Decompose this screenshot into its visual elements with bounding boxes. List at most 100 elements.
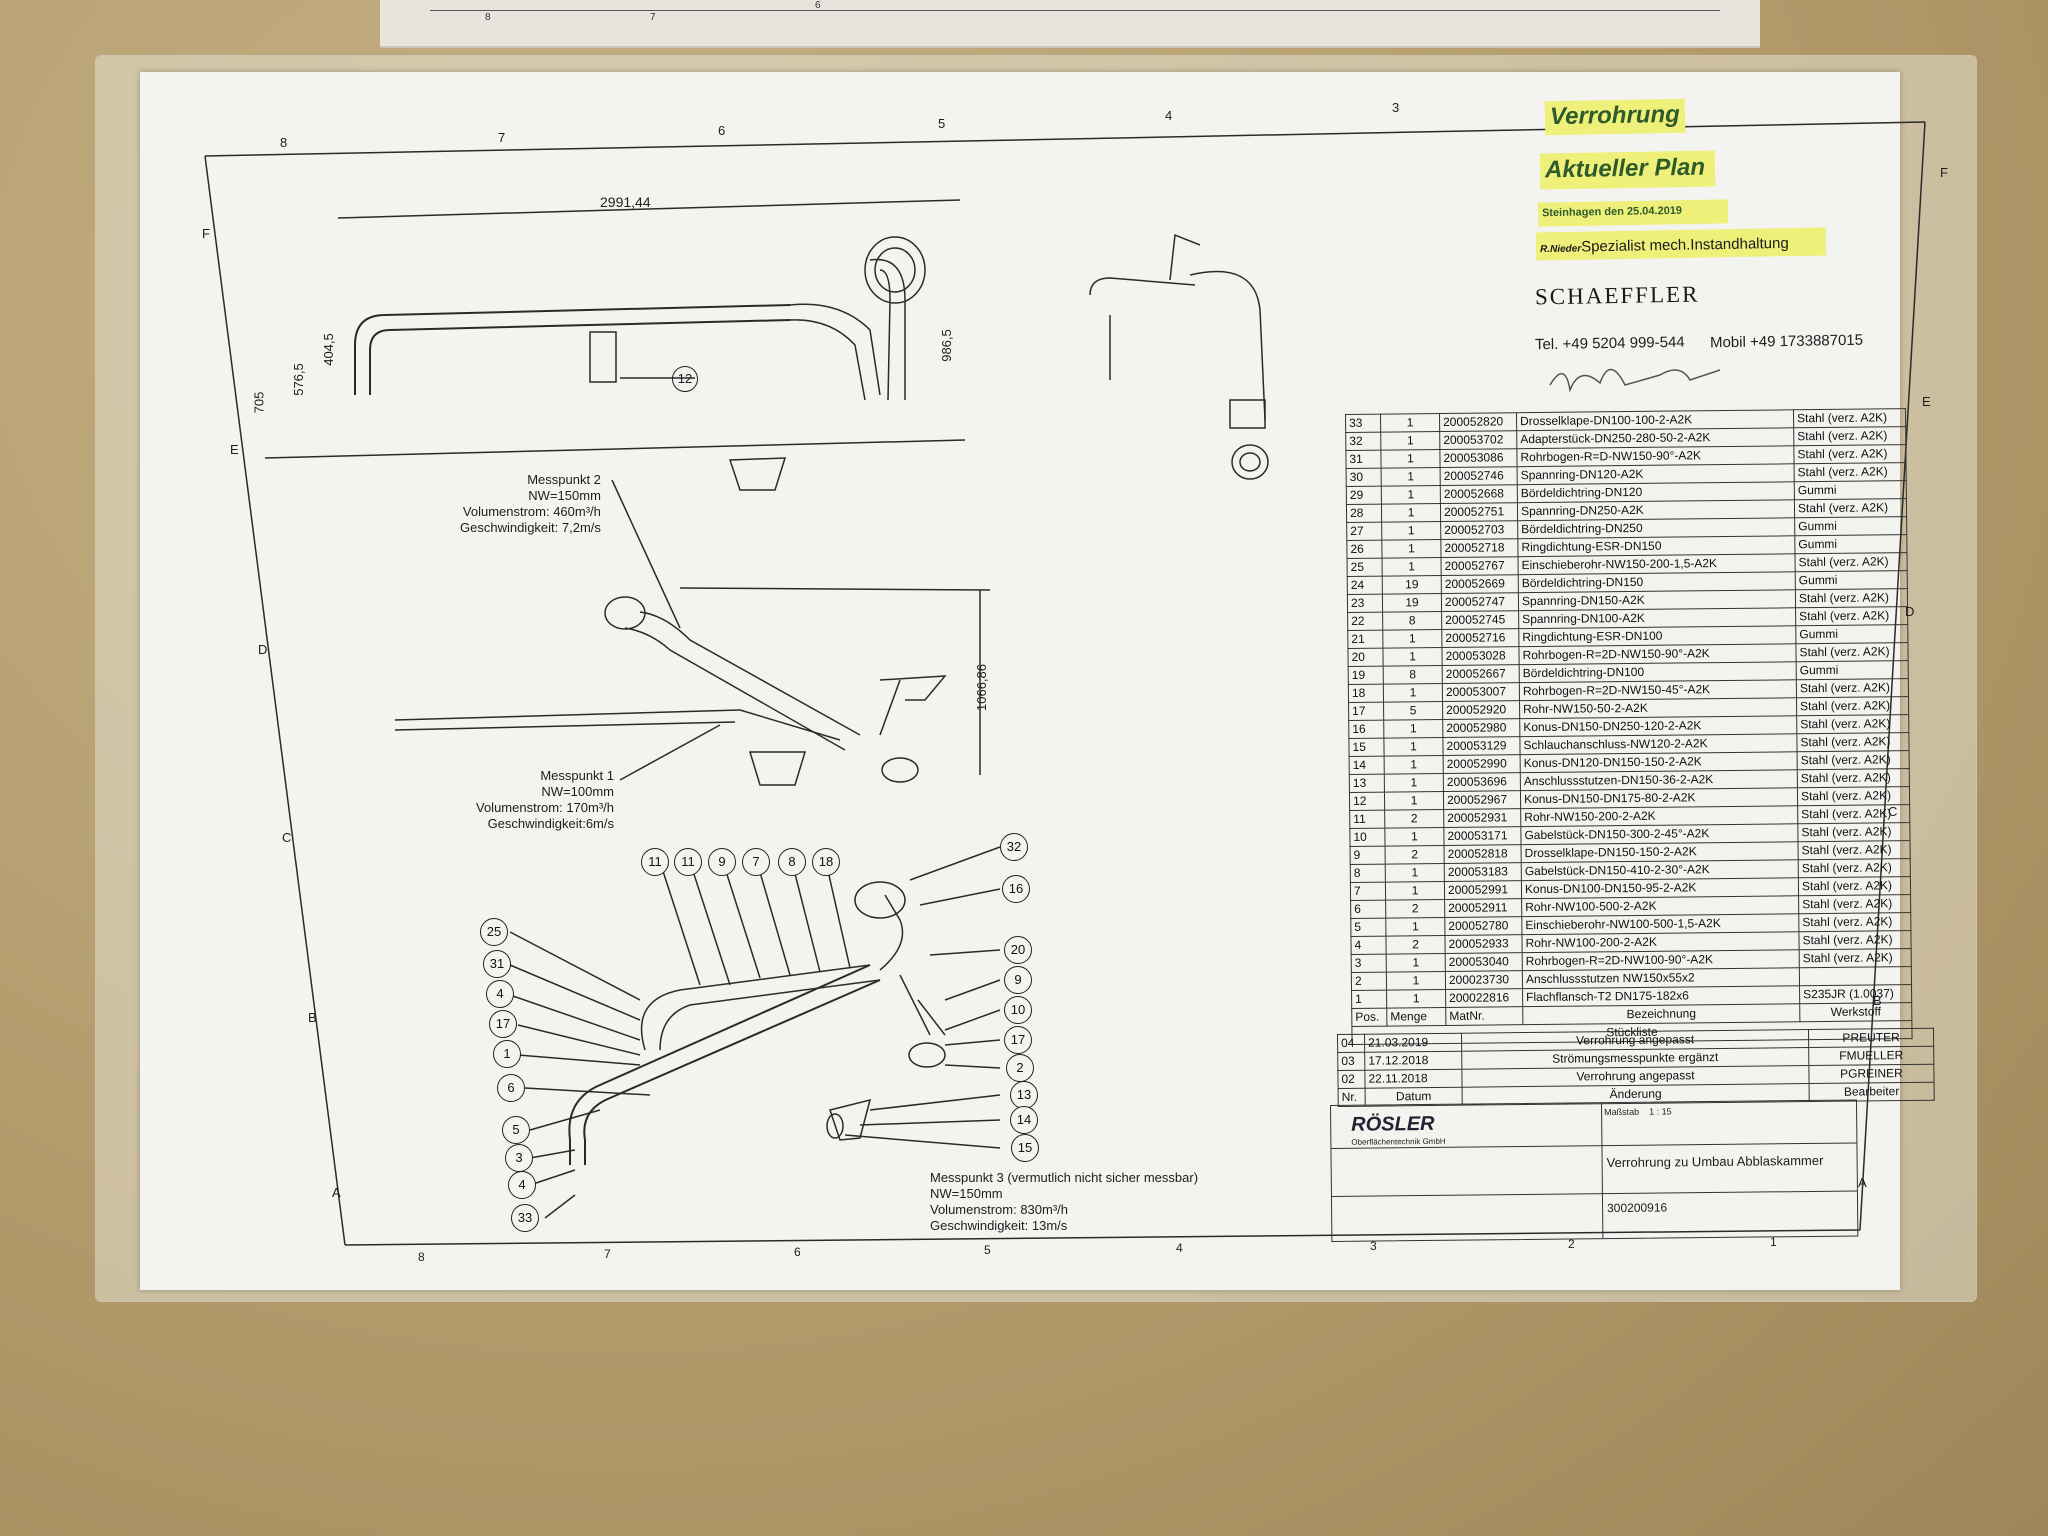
messpunkt-3-nw: NW=150mm — [930, 1186, 1003, 1201]
zone-right-a: A — [1858, 1175, 1867, 1190]
messpunkt-2-title: Messpunkt 2 — [527, 472, 601, 487]
right-callout: 10 — [1004, 996, 1032, 1024]
bom-menge: 1 — [1386, 953, 1446, 973]
bom-werkstoff: Gummi — [1794, 534, 1907, 554]
bom-matnr: 200053086 — [1439, 448, 1518, 468]
messpunkt-3-note: Messpunkt 3 (vermutlich nicht sicher mes… — [930, 1170, 1198, 1234]
zone-right-e: E — [1922, 394, 1931, 409]
left-callout: 6 — [497, 1074, 525, 1102]
bom-pos: 13 — [1349, 774, 1385, 793]
bom-pos: 2 — [1351, 972, 1387, 991]
zone-left-c: C — [282, 830, 292, 845]
messpunkt-1-title: Messpunkt 1 — [540, 768, 615, 783]
changes-nr: 04 — [1337, 1034, 1365, 1053]
bom-werkstoff: Stahl (verz. A2K) — [1798, 894, 1911, 914]
bom-werkstoff: Stahl (verz. A2K) — [1799, 948, 1912, 968]
bom-matnr: 200052931 — [1443, 808, 1521, 828]
top-callout: 8 — [778, 848, 806, 876]
bom-matnr: 200052745 — [1441, 610, 1519, 630]
zone-left-b: B — [308, 1010, 317, 1025]
top-callout: 7 — [742, 848, 770, 876]
bom-pos: 21 — [1347, 630, 1383, 649]
bom-pos: 19 — [1348, 666, 1384, 685]
messpunkt-2-speed: Geschwindigkeit: 7,2m/s — [460, 520, 601, 535]
bom-matnr: 200052718 — [1440, 538, 1519, 558]
bom-werkstoff: Gummi — [1794, 480, 1907, 500]
bom-menge: 1 — [1383, 737, 1444, 757]
zone-top-7: 7 — [498, 130, 506, 145]
changes-nr: 02 — [1337, 1070, 1366, 1089]
bom-werkstoff: S235JR (1.0037) — [1799, 984, 1912, 1004]
zone-top-3: 3 — [1392, 100, 1400, 115]
bom-pos: 25 — [1347, 558, 1383, 577]
right-callout: 9 — [1004, 966, 1032, 994]
changes-bearbeiter: PGREINER — [1808, 1064, 1935, 1084]
bom-menge: 1 — [1380, 449, 1441, 469]
bom-menge: 1 — [1385, 917, 1445, 937]
left-callout: 4 — [508, 1171, 536, 1199]
zone-bottom-5: 5 — [984, 1243, 991, 1257]
bom-menge: 1 — [1385, 863, 1445, 883]
bom-matnr: 200053007 — [1442, 682, 1520, 702]
top-callout: 11 — [641, 848, 669, 876]
zone-right-b: B — [1873, 993, 1882, 1008]
zone-bottom-1: 1 — [1770, 1235, 1777, 1249]
bom-pos: 16 — [1348, 720, 1384, 739]
messpunkt-1-nw: NW=100mm — [541, 784, 615, 799]
zone-top-5: 5 — [938, 116, 946, 131]
titleblock-logo-sub: Oberflächentechnik GmbH — [1351, 1136, 1446, 1147]
top-zone-6: 6 — [815, 0, 821, 11]
bom-menge: 1 — [1384, 755, 1444, 775]
bom-pos: 14 — [1349, 756, 1385, 775]
bom-werkstoff: Stahl (verz. A2K) — [1795, 606, 1908, 626]
changes-header-bearbeiter: Bearbeiter — [1809, 1082, 1935, 1102]
bom-werkstoff: Stahl (verz. A2K) — [1797, 768, 1910, 788]
left-callout: 33 — [511, 1204, 539, 1232]
bom-werkstoff: Gummi — [1796, 660, 1909, 680]
left-callout: 31 — [483, 950, 511, 978]
bom-menge: 8 — [1382, 611, 1442, 631]
bom-matnr: 200052990 — [1443, 754, 1521, 774]
stamp-subtitle: Aktueller Plan — [1544, 153, 1706, 184]
right-callout: 32 — [1000, 833, 1028, 861]
messpunkt-3-title: Messpunkt 3 (vermutlich nicht sicher mes… — [930, 1170, 1199, 1185]
bom-pos: 1 — [1351, 990, 1387, 1009]
zone-bottom-7: 7 — [604, 1247, 611, 1261]
bom-menge: 1 — [1382, 557, 1442, 577]
changes-datum: 22.11.2018 — [1364, 1069, 1463, 1089]
top-zone-8: 8 — [485, 12, 491, 23]
bom-matnr: 200052751 — [1440, 502, 1518, 522]
bom-pos: 10 — [1349, 828, 1386, 847]
bom-pos: 20 — [1347, 648, 1384, 667]
zone-bottom-3: 3 — [1370, 1239, 1377, 1253]
top-callout: 9 — [708, 848, 736, 876]
messpunkt-1-speed: Geschwindigkeit:6m/s — [487, 816, 615, 831]
bom-matnr: 200053129 — [1442, 736, 1521, 756]
stamp-date: Steinhagen den 25.04.2019 — [1541, 204, 1683, 220]
bom-matnr: 200053702 — [1439, 430, 1517, 450]
bom-matnr: 200053696 — [1443, 772, 1521, 792]
title-block: RÖSLER Oberflächentechnik GmbH Maßstab 1… — [1330, 1099, 1859, 1242]
bom-matnr: 200052933 — [1444, 934, 1523, 954]
bom-menge: 1 — [1382, 629, 1442, 649]
zone-bottom-4: 4 — [1176, 1241, 1183, 1255]
bom-matnr: 200053183 — [1444, 862, 1522, 882]
stamp-author-small: R.Nieder — [1539, 243, 1582, 256]
titleblock-logo: RÖSLER — [1351, 1112, 1435, 1136]
right-callout: 16 — [1002, 875, 1030, 903]
changes-datum: 17.12.2018 — [1364, 1051, 1462, 1071]
changes-bearbeiter: FMUELLER — [1808, 1046, 1934, 1066]
titleblock-scale: 1 : 15 — [1649, 1106, 1672, 1117]
bom-werkstoff: Gummi — [1795, 624, 1908, 644]
bom-menge: 1 — [1384, 791, 1444, 811]
bom-werkstoff: Stahl (verz. A2K) — [1797, 804, 1910, 824]
right-callout: 13 — [1010, 1081, 1038, 1109]
bom-pos: 9 — [1350, 846, 1386, 865]
top-sheet: 8 7 6 — [380, 0, 1760, 48]
dim-1066: 1066,86 — [974, 664, 989, 711]
bom-header-menge: Menge — [1386, 1007, 1446, 1027]
bom-werkstoff: Gummi — [1795, 570, 1908, 590]
bom-werkstoff: Stahl (verz. A2K) — [1793, 426, 1906, 446]
bom-werkstoff: Stahl (verz. A2K) — [1796, 696, 1909, 716]
